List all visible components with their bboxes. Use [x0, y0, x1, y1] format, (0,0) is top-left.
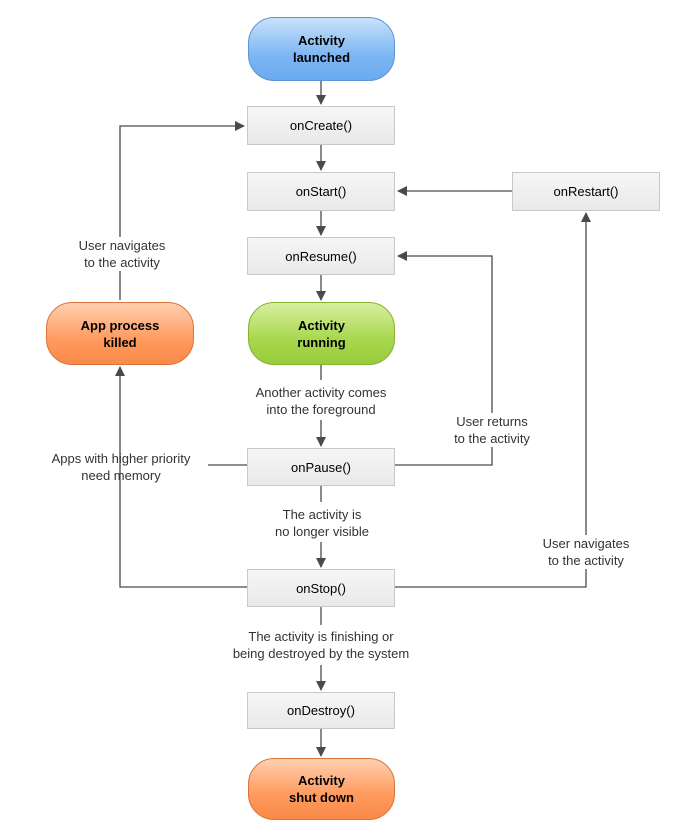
app-process-killed-node: App process killed — [46, 302, 194, 365]
onresume-node: onResume() — [247, 237, 395, 275]
label-no-longer-visible: The activity is no longer visible — [252, 506, 392, 540]
ondestroy-node: onDestroy() — [247, 692, 395, 729]
label-another-activity: Another activity comes into the foregrou… — [231, 384, 411, 418]
edge-onstop-to-killed — [115, 366, 247, 588]
label-higher-priority: Apps with higher priority need memory — [51, 451, 191, 483]
onstop-node: onStop() — [247, 569, 395, 607]
oncreate-node: onCreate() — [247, 106, 395, 145]
onstart-node: onStart() — [247, 172, 395, 211]
edge-onpause-to-onresume — [395, 251, 493, 466]
activity-shut-down-node: Activity shut down — [248, 758, 395, 820]
activity-running-node: Activity running — [248, 302, 395, 365]
label-user-navigates-left: User navigates to the activity — [60, 237, 184, 271]
edge-onstop-to-onrestart — [395, 212, 591, 588]
label-user-navigates-right: User navigates to the activity — [527, 535, 645, 569]
activity-launched-node: Activity launched — [248, 17, 395, 81]
label-user-returns: User returns to the activity — [436, 413, 548, 447]
onpause-node: onPause() — [247, 448, 395, 486]
edge-killed-to-oncreate — [119, 121, 245, 300]
label-finishing: The activity is finishing or being destr… — [211, 628, 431, 662]
onrestart-node: onRestart() — [512, 172, 660, 211]
